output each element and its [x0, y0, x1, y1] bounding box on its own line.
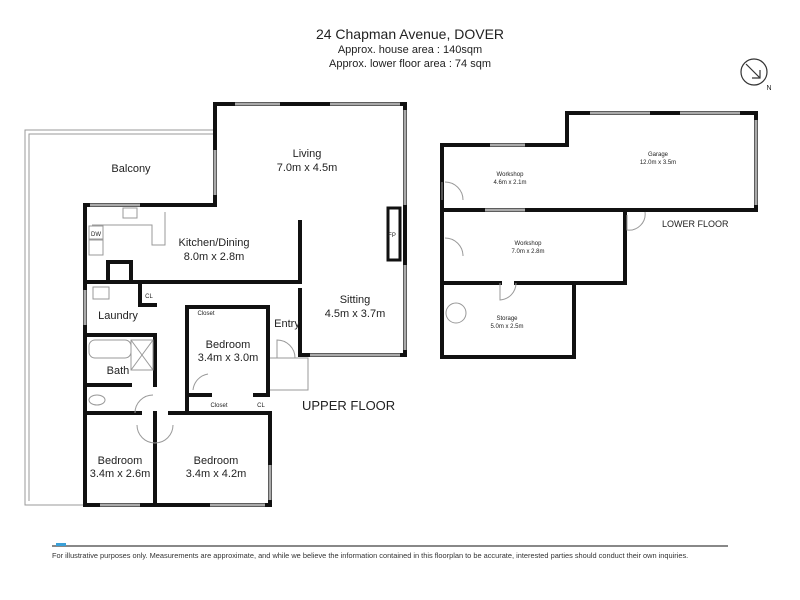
room-size-workshop-2: 7.0m x 2.8m — [511, 249, 544, 255]
footer-divider — [52, 545, 728, 547]
room-label-workshop-2: Workshop — [515, 241, 543, 247]
room-label-bedroom-3: Bedroom — [194, 455, 239, 467]
upper-floor-plan — [24, 102, 407, 507]
room-label-garage: Garage — [648, 152, 669, 158]
north-arrow-icon: N — [740, 58, 772, 92]
room-label-entry: Entry — [274, 318, 300, 330]
room-label-bedroom-2: Bedroom — [98, 455, 143, 467]
room-label-bedroom-1: Bedroom — [206, 339, 251, 351]
closet-label-1: Closet — [197, 311, 214, 317]
upper-floor-label: UPPER FLOOR — [302, 398, 395, 413]
room-size-garage: 12.0m x 3.5m — [640, 160, 676, 166]
room-label-workshop-1: Workshop — [497, 172, 525, 178]
fireplace-label: FP — [388, 233, 396, 239]
room-label-living: Living — [293, 148, 322, 160]
room-label-storage: Storage — [496, 316, 518, 322]
closet-label-cl-1: CL — [145, 294, 153, 300]
room-size-storage: 5.0m x 2.5m — [490, 324, 523, 330]
compass-label: N — [766, 85, 771, 92]
room-label-sitting: Sitting — [340, 294, 371, 306]
room-size-workshop-1: 4.6m x 2.1m — [493, 180, 526, 186]
room-size-living: 7.0m x 4.5m — [277, 162, 338, 174]
room-size-bedroom-3: 3.4m x 4.2m — [186, 468, 247, 480]
room-size-sitting: 4.5m x 3.7m — [325, 308, 386, 320]
closet-label-2: Closet — [210, 403, 227, 409]
footer-accent — [56, 543, 66, 546]
lower-floor-label: LOWER FLOOR — [662, 219, 729, 229]
lower-floor-plan — [440, 111, 758, 359]
room-label-bath: Bath — [107, 365, 130, 377]
property-address: 24 Chapman Avenue, DOVER — [315, 26, 505, 42]
room-label-kitchen: Kitchen/Dining — [179, 237, 250, 249]
room-size-kitchen: 8.0m x 2.8m — [184, 251, 245, 263]
lower-floor-area: Approx. lower floor area : 74 sqm — [328, 58, 492, 70]
disclaimer: For illustrative purposes only. Measurem… — [52, 551, 689, 560]
room-label-balcony: Balcony — [111, 163, 151, 175]
room-size-bedroom-1: 3.4m x 3.0m — [198, 352, 259, 364]
dishwasher-label: DW — [91, 232, 101, 238]
house-area: Approx. house area : 140sqm — [337, 44, 483, 56]
room-size-bedroom-2: 3.4m x 2.6m — [90, 468, 151, 480]
room-label-laundry: Laundry — [98, 310, 138, 322]
closet-label-cl-2: CL — [257, 403, 265, 409]
